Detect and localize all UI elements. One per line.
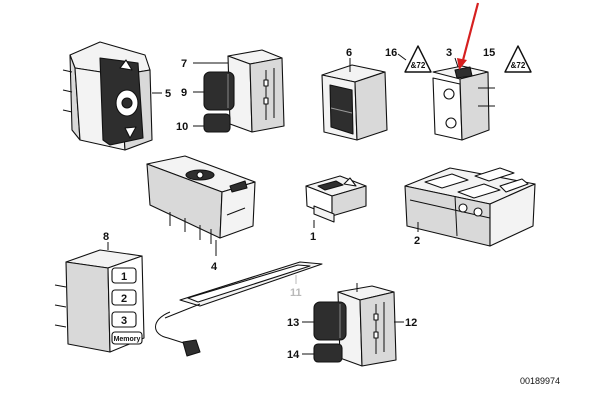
callout-10: 10	[176, 121, 188, 133]
callout-9: 9	[181, 87, 187, 99]
part-11-cable-strap	[155, 261, 323, 357]
memory-button-label-1: 1	[121, 271, 127, 283]
memory-button-label-2: 2	[121, 293, 127, 305]
callout-3: 3	[446, 47, 452, 59]
part-6-rocker-switch	[321, 58, 388, 141]
part-14-small-button	[302, 343, 343, 363]
callout-12: 12	[405, 317, 417, 329]
part-10-small-button	[193, 113, 231, 133]
part-2-double-switch	[404, 167, 536, 247]
part-4-window-switch	[146, 155, 256, 256]
memory-set-label: Memory	[114, 336, 141, 343]
memory-button-3	[111, 311, 137, 328]
pointer-arrow	[460, 2, 480, 65]
callout-13: 13	[287, 317, 299, 329]
callout-15: 15	[483, 47, 495, 59]
callout-11: 11	[290, 287, 302, 299]
callout-2: 2	[414, 235, 420, 247]
part-1-hazard-switch	[305, 175, 367, 228]
callout-4: 4	[211, 261, 218, 273]
warning-symbol-text-15: &72	[511, 61, 526, 70]
pointer-arrowhead	[457, 58, 467, 70]
callout-14: 14	[287, 349, 300, 361]
callout-8: 8	[103, 231, 109, 243]
part-16-warning-symbol: &72	[397, 45, 432, 73]
callout-16: 16	[385, 47, 397, 59]
callout-6: 6	[346, 47, 352, 59]
callout-7: 7	[181, 58, 187, 70]
diagram-part-number: 00189974	[520, 376, 560, 386]
memory-button-1	[111, 267, 137, 284]
part-3-mirror-switch	[432, 57, 495, 141]
memory-set-button	[111, 331, 143, 345]
part-13-rocker-button	[302, 301, 347, 341]
warning-symbol-text-16: &72	[411, 61, 426, 70]
part-8-memory-switch: 1 2 3 Memory	[54, 242, 145, 353]
part-9-rocker-button	[193, 71, 235, 111]
callout-1: 1	[310, 231, 316, 243]
memory-button-2	[111, 289, 137, 306]
memory-button-label-3: 3	[121, 315, 127, 327]
part-15-warning-symbol: &72	[504, 45, 532, 73]
callout-5: 5	[165, 88, 171, 100]
part-7-switch-block	[193, 49, 285, 133]
part-5-seat-switch	[62, 41, 162, 151]
part-12-switch-block	[337, 283, 404, 367]
